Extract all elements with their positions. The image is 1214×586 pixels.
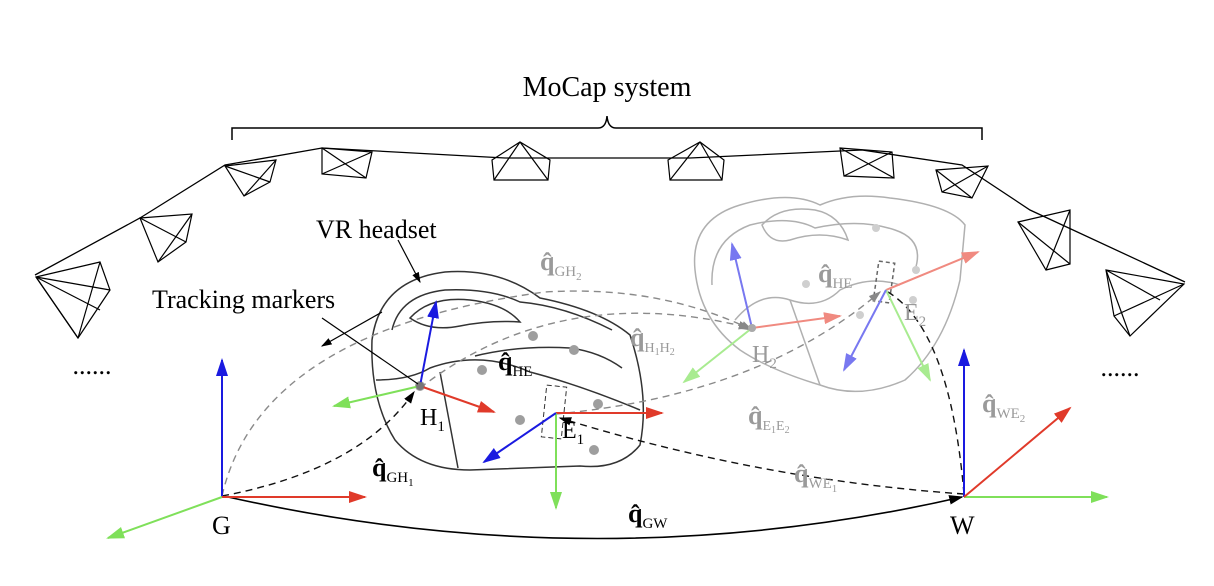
frame-E1-axes [482,407,664,510]
frame-H1-axes [332,300,496,413]
frame-W-label: W [950,511,975,540]
mocap-brace [231,115,983,140]
camera-group [35,141,1186,340]
q-gh2-label: q̂GH2 [540,247,582,283]
q-gw-label: q̂GW [628,499,668,532]
tracking-markers-label: Tracking markers [152,285,335,314]
vr-headset-callout [397,239,421,284]
frame-E1-label: E1 [562,418,584,448]
q-gh1-label: q̂GH1 [372,453,414,489]
frame-H2-axes [682,242,842,384]
camera-icon [667,141,725,181]
mocap-title: MoCap system [523,72,692,103]
frame-E2-label: E2 [904,300,926,330]
camera-icon [491,141,551,181]
camera-rig-line [34,147,1186,283]
frame-G-axes [106,358,367,539]
transform-curves [221,290,965,540]
q-he-label: q̂HE [498,347,532,380]
camera-icon [1105,269,1186,337]
camera-icon [1017,209,1071,271]
e1-dashed-box [540,384,568,440]
frame-G-label: G [212,511,231,540]
camera-icon [935,165,990,199]
camera-icon [223,159,277,197]
camera-icon [321,147,373,179]
frame-H2-label: H2 [752,342,777,372]
q-we1-label: q̂WE1 [794,459,837,495]
tracking-markers-callout-2 [321,317,419,385]
vr-headset [371,270,645,471]
tracking-markers-callout-1 [320,311,383,347]
ellipsis-left: ...... [73,351,112,380]
vr-headset-faded [693,195,966,393]
camera-icon [139,213,193,263]
q-e1e2-label: q̂E1E2 [748,401,790,436]
q-h1h2-label: q̂H1H2 [630,323,675,358]
camera-icon [35,261,111,340]
frame-H1-label: H1 [420,405,445,435]
q-he2-label: q̂HE [818,259,852,292]
h2-origin [748,324,756,332]
ellipsis-right: ...... [1101,353,1140,382]
vr-headset-label: VR headset [316,215,437,244]
frame-E2-axes [843,251,980,382]
camera-icon [839,147,895,179]
q-we2-label: q̂WE2 [982,389,1025,425]
frame-W-axes [958,348,1109,503]
